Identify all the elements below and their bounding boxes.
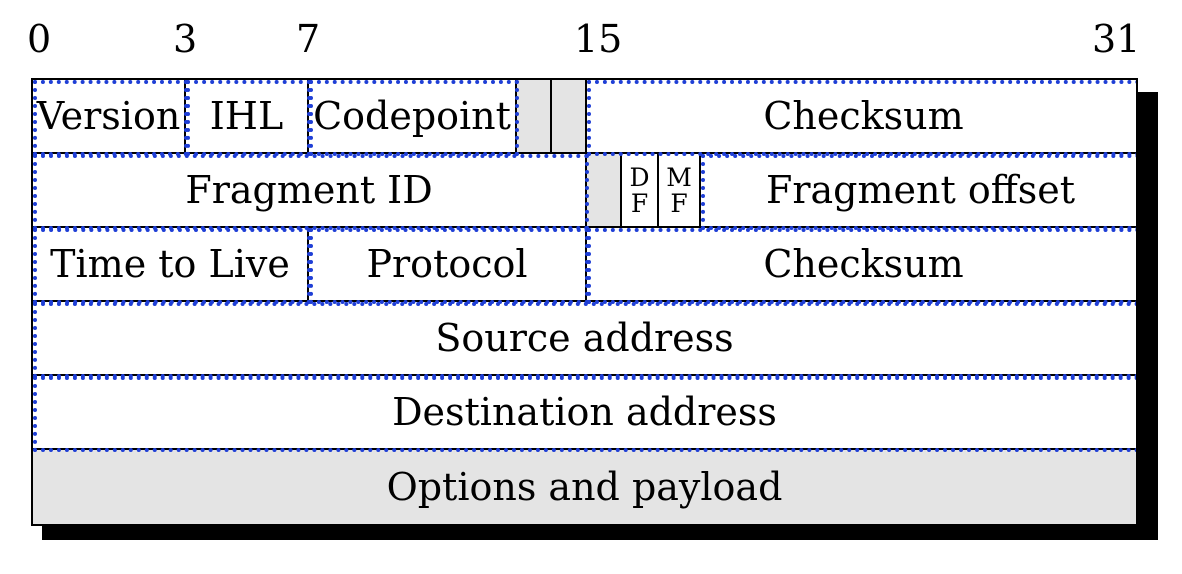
field-reserved-flag — [587, 154, 622, 226]
field-protocol: Protocol — [309, 228, 587, 300]
field-version: Version — [33, 80, 186, 152]
row-payload: Options and payload — [33, 450, 1136, 524]
bit-label-3: 3 — [173, 17, 198, 61]
row-source: Source address — [33, 302, 1136, 376]
field-fragment-id: Fragment ID — [33, 154, 587, 226]
row-version: Version IHL Codepoint Checksum — [33, 80, 1136, 154]
bit-label-31: 31 — [1092, 17, 1141, 61]
row-destination: Destination address — [33, 376, 1136, 450]
field-checksum-top: Checksum — [763, 94, 964, 138]
field-source-address: Source address — [435, 316, 734, 360]
field-checksum: Checksum — [763, 242, 964, 286]
field-time-to-live: Time to Live — [33, 228, 309, 300]
mf-flag-top: M — [666, 163, 692, 192]
field-reserved-2 — [552, 80, 587, 152]
df-flag-bottom: F — [630, 189, 649, 218]
field-reserved-1 — [517, 80, 552, 152]
field-mf-flag: M F — [659, 154, 701, 226]
bit-label-7: 7 — [296, 17, 321, 61]
field-destination-address: Destination address — [392, 390, 777, 434]
df-flag-top: D — [629, 163, 650, 192]
row-ttl: Time to Live Protocol Checksum — [33, 228, 1136, 302]
mf-flag-bottom: F — [670, 189, 688, 218]
bit-label-15: 15 — [574, 17, 623, 61]
field-df-flag: D F — [622, 154, 659, 226]
field-fragment-offset: Fragment offset — [766, 168, 1075, 212]
header-diagram: Version IHL Codepoint Checksum Fragment … — [31, 78, 1138, 526]
field-codepoint: Codepoint — [309, 80, 517, 152]
field-ihl: IHL — [186, 80, 309, 152]
row-fragment: Fragment ID D F M F Fragment offset — [33, 154, 1136, 228]
field-options-payload: Options and payload — [386, 465, 783, 509]
bit-label-0: 0 — [27, 17, 52, 61]
